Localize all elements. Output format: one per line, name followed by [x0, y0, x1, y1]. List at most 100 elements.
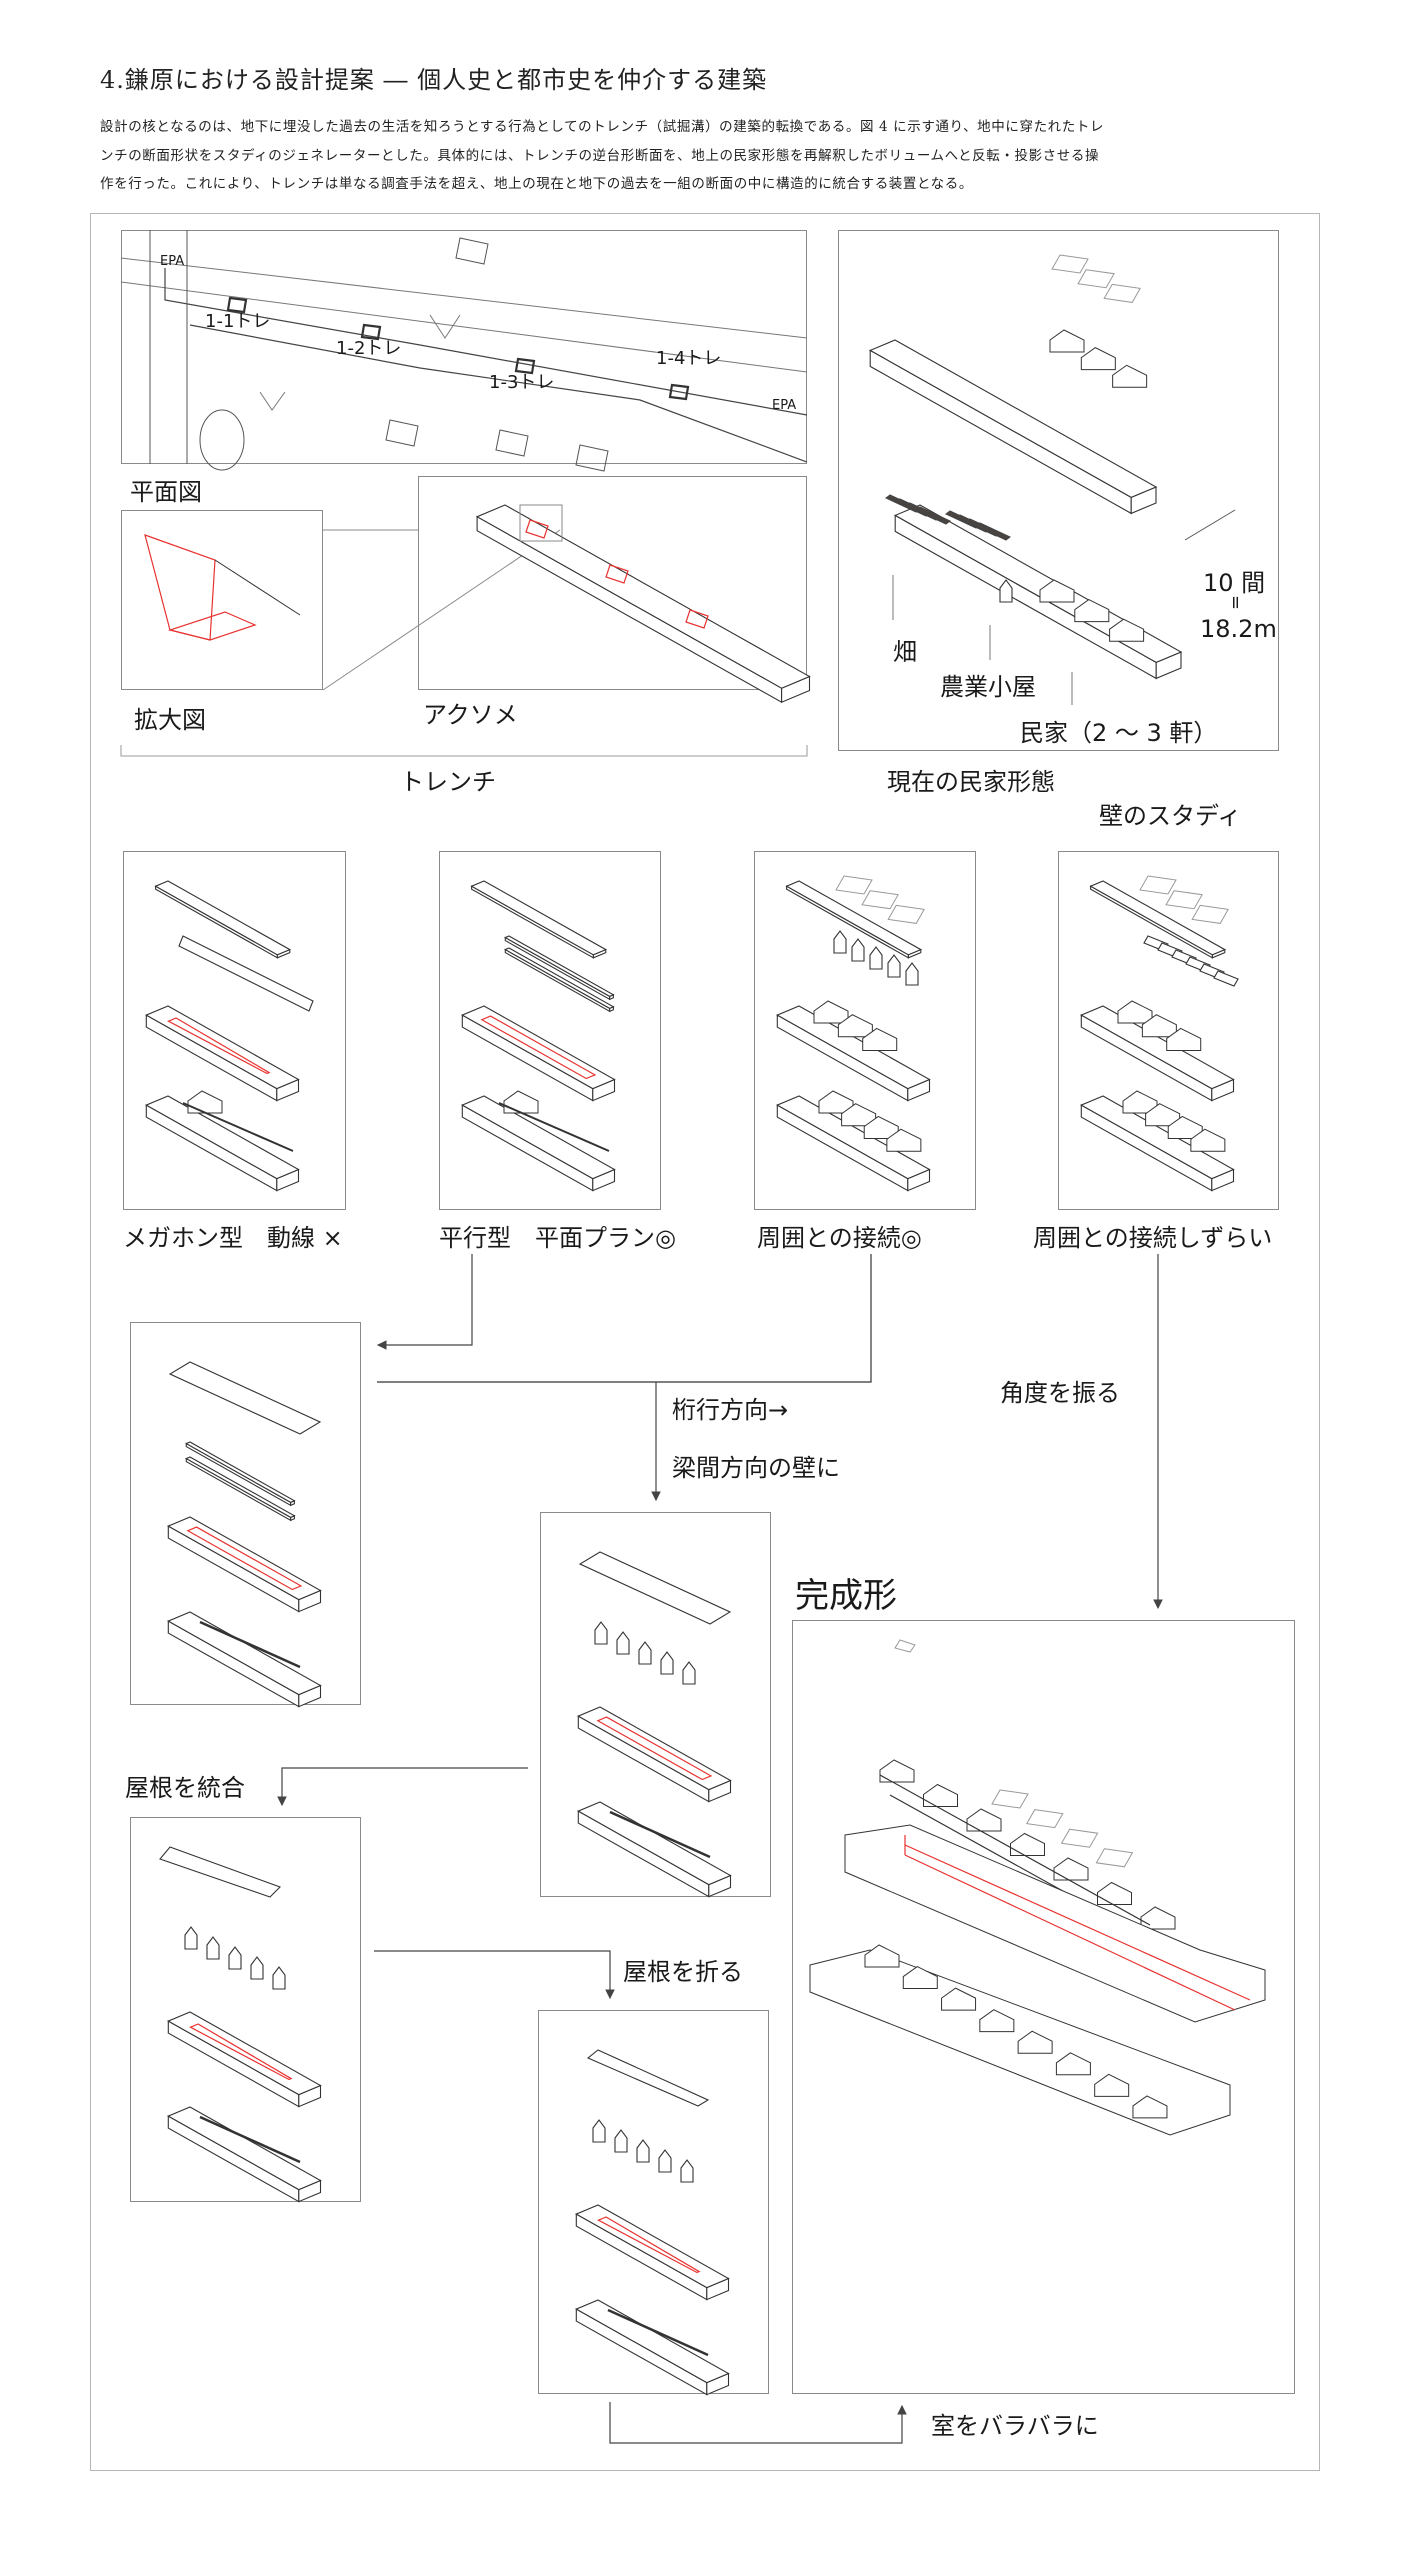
- upper-ground-slab-top: [868, 339, 1158, 499]
- enlarged-label: 拡大図: [134, 706, 206, 734]
- house-volume: [837, 1014, 873, 1038]
- study-option-label: 周囲との接続◎: [757, 1224, 922, 1252]
- wall-panel-top: [185, 1456, 296, 1518]
- shed-label: 農業小屋: [940, 673, 1036, 701]
- flow-arrow-to-final-head: [1153, 1599, 1163, 1610]
- map-building-outline: [575, 444, 609, 472]
- gable-roof: [168, 1361, 322, 1435]
- roof-plate-top: [470, 880, 608, 956]
- flow-line-connection: [377, 1254, 872, 1383]
- trench-axo-pit: [685, 609, 709, 629]
- trench-outline: [186, 1526, 303, 1591]
- house-volume: [1080, 347, 1116, 371]
- roof-plate-top: [785, 880, 923, 956]
- current-house-panel: [838, 230, 1279, 751]
- map-road-line: [120, 257, 808, 339]
- scattered-room: [1053, 1857, 1089, 1881]
- scattered-room: [966, 1808, 1002, 1832]
- map-building-outline: [455, 237, 489, 265]
- current-house-group-label: 現在の民家形態: [887, 768, 1055, 796]
- roof-plate: [861, 890, 899, 910]
- final-room: [979, 2009, 1015, 2033]
- trench-outline: [480, 1015, 597, 1080]
- dimension-meters: 18.2m: [1200, 615, 1277, 643]
- wall-panel-top: [504, 947, 615, 1009]
- trench-slab-top: [575, 2204, 730, 2289]
- gable-roof: [578, 1551, 732, 1625]
- map-vegetation-symbol: [429, 314, 461, 339]
- scattered-room: [1140, 1906, 1176, 1930]
- map-label-trench-1: 1-1トレ: [205, 311, 271, 332]
- scattered-room: [1097, 1881, 1132, 1905]
- map-building-outline: [385, 419, 419, 447]
- final-room: [902, 1965, 938, 1990]
- trench-group-bracket: [120, 745, 808, 757]
- scattered-roof: [1095, 1848, 1134, 1868]
- trench-outline: [167, 1017, 271, 1075]
- trench-axo-pit: [605, 564, 629, 584]
- wall-panel-top: [185, 1441, 296, 1503]
- wall-fragment: [228, 1946, 242, 1970]
- wall-fragment: [660, 1651, 674, 1675]
- scattered-roof: [894, 1639, 916, 1653]
- house-label: 民家（2 ～ 3 軒）: [1020, 719, 1218, 747]
- section-title: 4.鎌原における設計提案 ― 個人史と都市史を仲介する建築: [100, 66, 768, 94]
- trench-slab-top: [1080, 1005, 1235, 1090]
- flow-arrow-d-to-final-head: [897, 2404, 907, 2415]
- trench-group-label: トレンチ: [400, 768, 496, 796]
- house-volume: [503, 1090, 539, 1114]
- intro-paragraph-line: 作を行った。これにより、トレンチは単なる調査手法を超え、地上の現在と地下の過去を…: [100, 176, 973, 192]
- house-roof-plate: [1051, 254, 1089, 274]
- ground-slab-top: [577, 1801, 732, 1886]
- trench-slab-top: [145, 1005, 300, 1090]
- map-label-trench-3: 1-3トレ: [489, 372, 555, 393]
- wall-panel-top: [504, 935, 615, 997]
- wall-fragment: [1213, 970, 1239, 987]
- axo-zoom-box: [519, 504, 563, 542]
- wall-fragment: [592, 2119, 606, 2143]
- wall-panel: [178, 935, 314, 1012]
- wall-fragment: [638, 1641, 652, 1665]
- wall-fragment: [250, 1956, 264, 1980]
- wall-in-trench: [609, 1810, 711, 1859]
- trench-slab-top: [167, 1516, 322, 1601]
- corridor-line: [879, 1774, 1151, 1926]
- house-volume: [1190, 1128, 1226, 1152]
- map-vegetation-symbol: [259, 391, 286, 411]
- flow-arrow-parallel-to-a: [378, 1254, 473, 1346]
- house-volume: [1039, 579, 1075, 603]
- wall-fragment: [272, 1966, 286, 1990]
- field-label: 畑: [893, 638, 917, 666]
- flow-arrow-d-to-final: [609, 2402, 903, 2444]
- final-room: [1017, 2030, 1053, 2054]
- enlarged-trench-panel: [121, 510, 323, 690]
- intro-paragraph-line: ンチの断面形状をスタディのジェネレーターとした。具体的には、トレンチの逆台形断面…: [100, 148, 1100, 164]
- axonometric-label: アクソメ: [423, 701, 518, 729]
- final-room: [941, 1987, 977, 2011]
- ground-slab-top: [461, 1095, 616, 1180]
- roof-plate: [1191, 904, 1229, 924]
- map-label-trench-2: 1-2トレ: [336, 338, 402, 359]
- wall-fragment: [851, 938, 865, 962]
- field-furrow: [915, 506, 951, 525]
- study-option-label: メガホン型 動線 ×: [123, 1224, 343, 1252]
- wall-fragment: [614, 2129, 628, 2153]
- house-roof-plate: [1103, 283, 1141, 303]
- dimension-equals: =: [1225, 594, 1247, 611]
- wall-in-trench: [498, 1102, 610, 1152]
- scattered-room: [1010, 1832, 1045, 1856]
- wall-in-trench: [199, 2115, 301, 2164]
- site-plan-panel: [121, 230, 807, 464]
- trench-slab-top: [776, 1005, 931, 1090]
- wall-fragment: [833, 930, 847, 954]
- wall-in-trench: [607, 2308, 709, 2357]
- flow-arrow-to-c-head: [277, 1796, 287, 1807]
- roof-plate-top: [1089, 880, 1227, 956]
- house-volume: [813, 1000, 849, 1024]
- upper-ground-slab-front: [869, 349, 1132, 515]
- house-volume: [1109, 618, 1145, 642]
- wall-study-title: 壁のスタディ: [1099, 802, 1242, 830]
- farm-shed: [999, 579, 1013, 603]
- house-volume: [1112, 364, 1148, 388]
